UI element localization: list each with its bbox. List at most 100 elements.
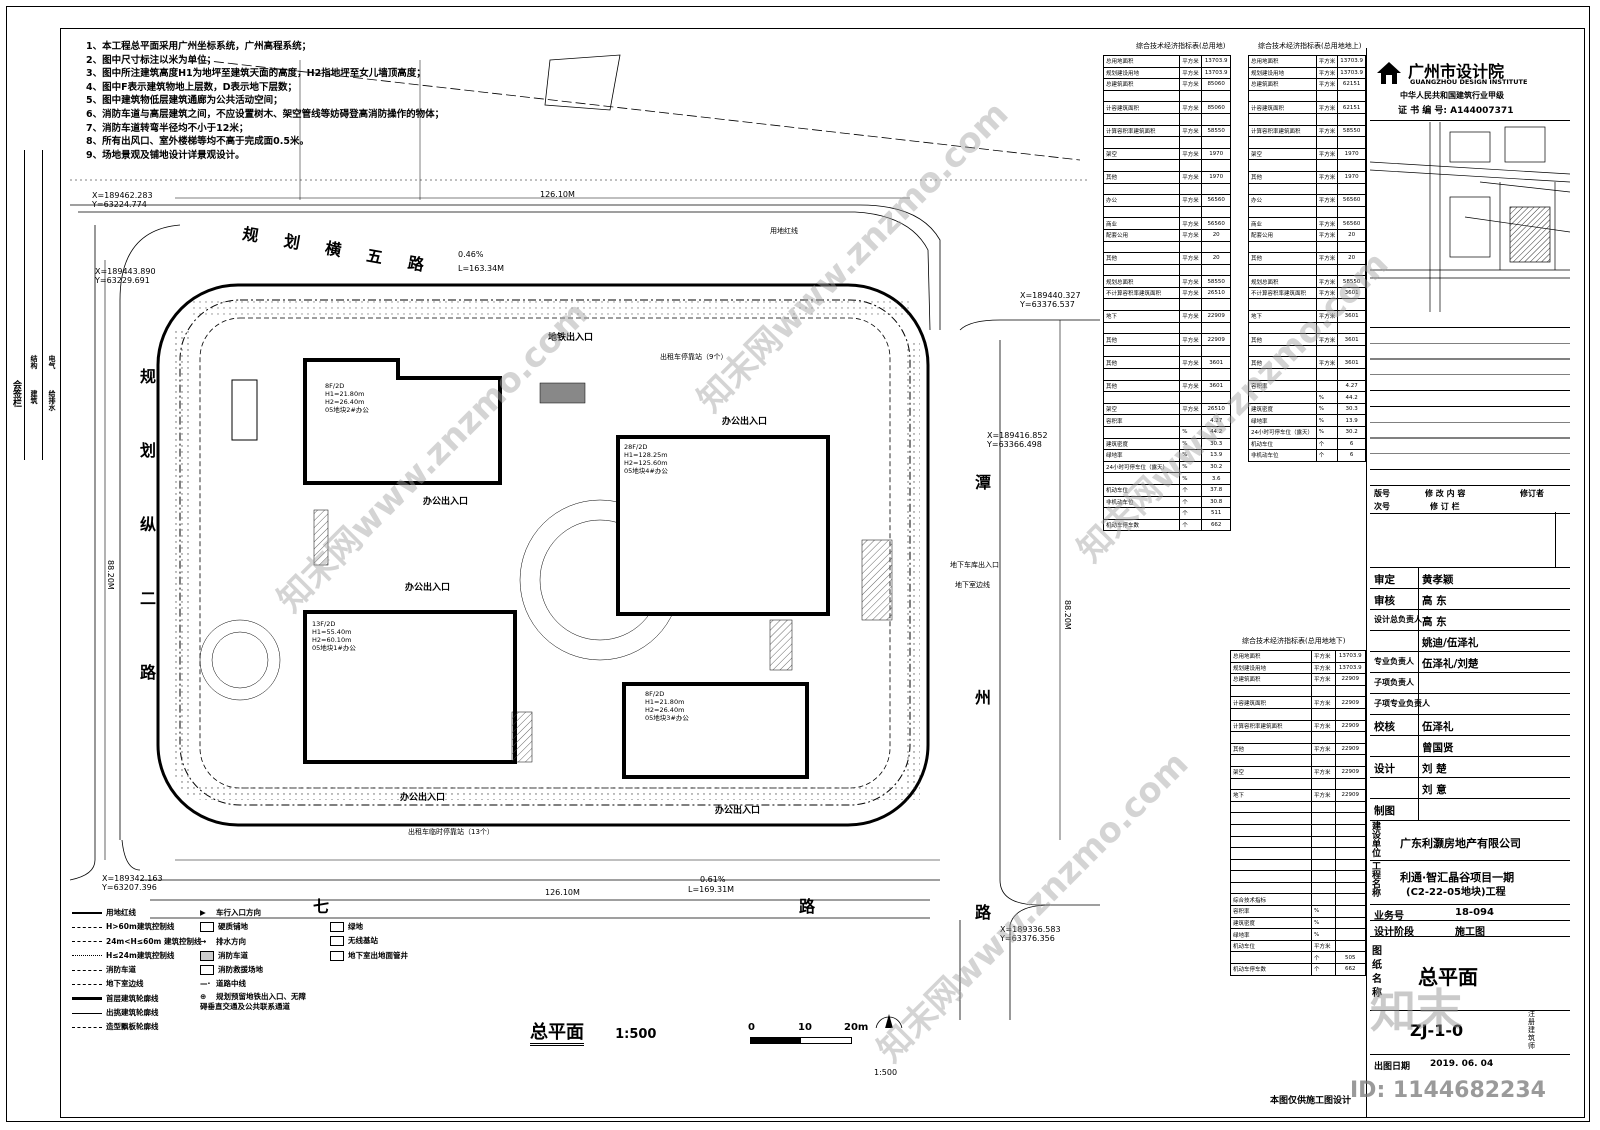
row-unit [1311, 731, 1336, 744]
image-id: ID: 1144682234 [1350, 1078, 1546, 1103]
staff-name: 伍泽礼/刘楚 [1422, 658, 1479, 670]
row-label: 机动车位 [1230, 939, 1312, 953]
row-label: 建筑密度 [1230, 916, 1312, 930]
staff-row: 姚迪/伍泽礼 [1370, 630, 1570, 652]
table-row [1248, 240, 1366, 254]
row-label: 计容建筑面积 [1102, 101, 1181, 114]
sheet-name: 总平面 [1418, 965, 1478, 989]
table3-title: 综合技术经济指标表(总用地地下) [1242, 637, 1346, 645]
row-label: 办公 [1248, 194, 1317, 207]
row-unit: 平方米 [1311, 719, 1336, 733]
table-row: 综合技术指标 [1230, 893, 1367, 907]
row-unit: % [1315, 391, 1339, 404]
row-label: 其他 [1102, 333, 1181, 346]
metro-entry-label: 地铁出入口 [548, 333, 594, 343]
dimension-label: 126.10M [545, 888, 580, 897]
row-value: 662 [1201, 518, 1231, 532]
row-value: 511 [1201, 507, 1231, 520]
row-label: 商业 [1248, 217, 1317, 230]
row-value [1201, 205, 1231, 219]
row-value [1201, 240, 1231, 254]
staff-name: 高 东 [1422, 616, 1447, 628]
row-unit [1179, 112, 1203, 126]
parking-entry-label: 地下车库出入口 [950, 561, 999, 569]
legend-item: 首层建筑轮廓线 [72, 992, 201, 1006]
strip-label-arch: 建筑 [30, 390, 38, 404]
row-value [1334, 928, 1367, 941]
note-line: 5、图中建筑物低层建筑通廊为公共活动空间； [86, 95, 283, 107]
row-label [1248, 159, 1317, 172]
row-label [1102, 321, 1181, 335]
staff-row: 审定黄孝颖 [1370, 567, 1570, 589]
row-label: 综合技术指标 [1230, 893, 1312, 907]
note-line: 1、本工程总平面采用广州坐标系统，广州高程系统； [86, 41, 312, 52]
row-unit: 平方米 [1311, 742, 1336, 756]
title-block [1366, 48, 1577, 1118]
row-unit [1311, 870, 1336, 883]
row-label: 其他 [1102, 379, 1181, 393]
row-unit: 平方米 [1311, 650, 1336, 663]
institute-en: GUANGZHOU DESIGN INSTITUTE [1410, 78, 1528, 86]
row-value [1334, 847, 1367, 860]
building-1-label: 13F/2D H1=55.40m H2=60.10m 05地块1#办公 [312, 620, 356, 652]
staff-role: 审定 [1374, 574, 1395, 586]
table-row: 建筑密度%30.3 [1102, 437, 1231, 451]
row-label: 架空 [1230, 765, 1312, 779]
project-name-2: (C2-22-05地块)工程 [1406, 887, 1506, 898]
row-label [1102, 159, 1181, 172]
row-label: 配套公用 [1102, 228, 1181, 242]
row-value [1337, 205, 1366, 219]
row-label: 总用地面积 [1248, 55, 1317, 68]
row-unit: 平方米 [1315, 217, 1339, 230]
road-name-west: 规划纵二路 [140, 367, 157, 682]
table-row [1230, 835, 1367, 849]
legend-item: →排水方向 [200, 936, 246, 946]
institute-cert: 证 书 编 号: A144007371 [1398, 106, 1514, 116]
staff-role: 审核 [1374, 595, 1395, 607]
table-row [1230, 881, 1367, 895]
row-value [1334, 858, 1367, 872]
legend-lines: 用地红线 H>60m建筑控制线 24m<H≤60m 建筑控制线 H≤24m建筑控… [72, 906, 201, 1035]
row-value: 1970 [1337, 147, 1366, 161]
table-row [1230, 847, 1367, 860]
office-entry-label: 办公出入口 [715, 806, 761, 816]
design-stage: 施工图 [1455, 927, 1485, 938]
row-value: 3.6 [1201, 472, 1231, 485]
table-row [1102, 89, 1231, 103]
row-value: 6 [1337, 437, 1366, 451]
row-unit [1179, 298, 1203, 312]
row-value: 26510 [1201, 286, 1231, 300]
row-unit: 平方米 [1315, 78, 1339, 91]
row-value [1337, 182, 1366, 196]
sheet-frame [6, 6, 1590, 1122]
row-value: 22909 [1201, 310, 1231, 323]
office-entry-label: 办公出入口 [400, 793, 446, 803]
staff-name: 曾国贤 [1422, 742, 1454, 754]
row-label: 规划建设用地 [1102, 66, 1181, 80]
row-label [1102, 89, 1181, 103]
row-value [1334, 707, 1367, 721]
row-label: 规划总面积 [1248, 275, 1317, 288]
row-unit: 个 [1315, 437, 1339, 451]
row-unit: % [1311, 916, 1336, 930]
row-label [1248, 136, 1317, 149]
row-unit: 平方米 [1179, 170, 1203, 184]
row-label: 其他 [1102, 170, 1181, 184]
row-unit: 平方米 [1311, 696, 1336, 709]
table-row [1102, 321, 1231, 335]
row-unit [1179, 182, 1203, 196]
